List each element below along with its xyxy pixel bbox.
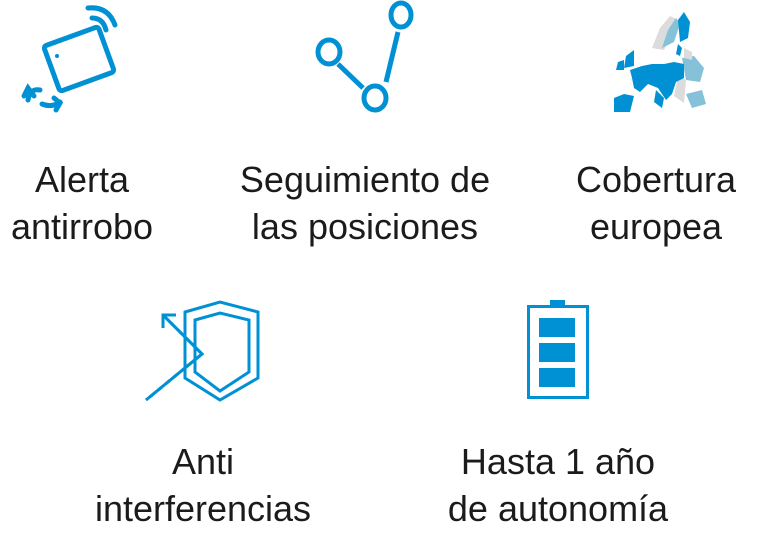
label-line: Anti bbox=[171, 441, 235, 482]
feature-label-tracking: Seguimiento de las posiciones bbox=[240, 156, 490, 250]
feature-label-anti-jamming: Anti interferencias bbox=[95, 438, 311, 532]
feature-label-anti-theft: Alerta antirrobo bbox=[11, 156, 153, 250]
label-line: Hasta 1 año bbox=[460, 441, 656, 482]
label-line: Alerta bbox=[34, 159, 130, 200]
feature-label-coverage: Cobertura europea bbox=[576, 156, 736, 250]
label-line: Seguimiento de bbox=[239, 159, 491, 200]
europe-map-icon bbox=[614, 12, 706, 112]
label-line: Cobertura bbox=[575, 159, 737, 200]
label-line: interferencias bbox=[94, 488, 312, 529]
feature-label-battery: Hasta 1 año de autonomía bbox=[448, 438, 668, 532]
tilted-device-alert-icon bbox=[21, 5, 118, 113]
label-line: las posiciones bbox=[251, 206, 479, 247]
label-line: antirrobo bbox=[10, 206, 154, 247]
shield-deflect-icon bbox=[145, 300, 260, 402]
battery-full-icon bbox=[527, 300, 589, 399]
label-line: de autonomía bbox=[447, 488, 669, 529]
label-line: europea bbox=[589, 206, 723, 247]
position-tracking-icon bbox=[315, 0, 414, 113]
